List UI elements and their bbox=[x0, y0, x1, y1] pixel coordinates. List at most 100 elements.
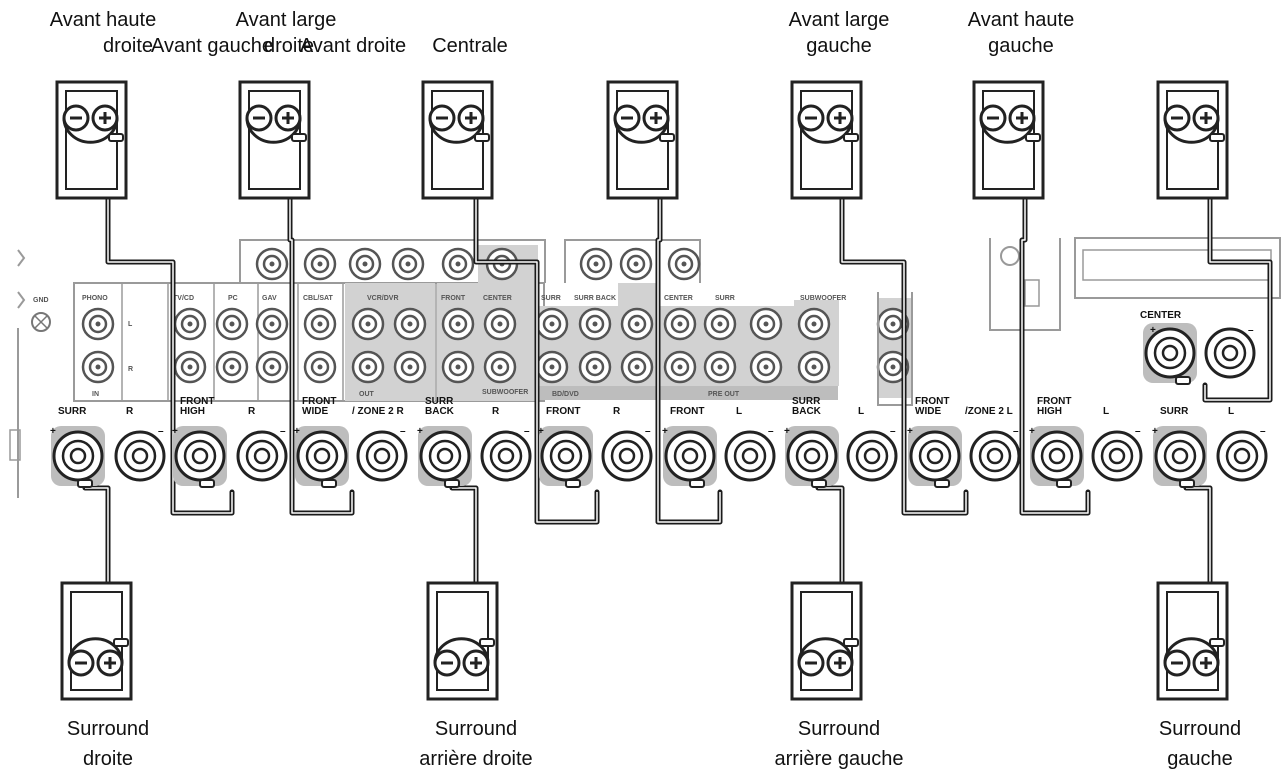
rca-jack-pin bbox=[317, 261, 323, 267]
speaker-surround-droite bbox=[60, 581, 133, 701]
terminal-front-high-l-minus-nut bbox=[1100, 439, 1134, 473]
speaker-label-surround-arriere-droite: Surround arrière droite bbox=[419, 718, 533, 770]
speaker-label-avant-droite: Avant droite bbox=[299, 35, 407, 57]
minus-sign: – bbox=[280, 426, 286, 437]
preout-label: PRE OUT bbox=[708, 391, 740, 398]
terminal-connector-tab bbox=[565, 479, 581, 488]
rca-jack-pin bbox=[229, 321, 235, 327]
terminal-front-l-plus-core bbox=[681, 447, 699, 465]
panel-front-label: FRONT bbox=[441, 295, 466, 302]
terminal-surr-r-minus-core bbox=[131, 447, 149, 465]
terminal-surr-l-minus bbox=[1216, 430, 1268, 482]
speaker-surround-arriere-gauche bbox=[790, 581, 863, 701]
speaker-avant-large-droite-housing bbox=[245, 117, 302, 144]
terminal-front-wide-zone2r-minus-core bbox=[373, 447, 391, 465]
terminal-surr-back-r-minus-nut bbox=[489, 439, 523, 473]
gav-label: GAV bbox=[262, 295, 277, 302]
terminal-surr-back-l-minus bbox=[846, 430, 898, 482]
terminal-connector-tab bbox=[77, 479, 93, 488]
terminal-front-high-r-minus bbox=[236, 430, 288, 482]
rca-jack-pin bbox=[269, 364, 275, 370]
speaker-label-avant-haute-gauche: Avant haute gauche bbox=[967, 9, 1075, 57]
speaker-label-centrale: Centrale bbox=[432, 35, 508, 57]
terminal-front-wide-zone2l-minus bbox=[969, 430, 1021, 482]
minus-sign: – bbox=[1135, 426, 1141, 437]
terminal-connector-tab bbox=[811, 479, 827, 488]
terminal-channel-label: R bbox=[613, 406, 621, 417]
terminal-connector-tab bbox=[1056, 479, 1072, 488]
speaker-surround-arriere-droite-housing bbox=[433, 637, 490, 664]
rca-jack-pin bbox=[187, 364, 193, 370]
terminal-surr-r-plus-core bbox=[69, 447, 87, 465]
terminal-surr-back-l-plus bbox=[785, 426, 839, 486]
rca-jack-pin bbox=[365, 364, 371, 370]
terminal-front-high-r-plus-core bbox=[191, 447, 209, 465]
terminal-front-high-l-minus bbox=[1091, 430, 1143, 482]
cable-speaker-centrale-core bbox=[1204, 196, 1271, 401]
terminal-channel-label: L bbox=[1103, 406, 1109, 417]
rca-jack-pin bbox=[811, 321, 817, 327]
plus-sign: + bbox=[294, 426, 300, 437]
terminal-front-r-minus-nut bbox=[610, 439, 644, 473]
terminal-center-minus-core bbox=[1221, 344, 1239, 362]
cable-speaker-avant-haute-gauche-core bbox=[1021, 196, 1089, 514]
speaker-avant-droite-housing bbox=[613, 117, 670, 144]
speaker-avant-large-droite bbox=[238, 80, 311, 200]
terminal-surr-back-r-plus bbox=[418, 426, 472, 486]
rca-jack-pin bbox=[634, 321, 640, 327]
plus-sign: + bbox=[50, 426, 56, 437]
terminal-label: FRONT bbox=[670, 406, 704, 417]
terminal-surr-r-minus-nut bbox=[123, 439, 157, 473]
terminal-label: FRONT bbox=[1037, 396, 1071, 407]
minus-sign: – bbox=[1013, 426, 1019, 437]
rca-jack-pin bbox=[269, 321, 275, 327]
rca-jack-pin bbox=[362, 261, 368, 267]
speaker-label-surround-arriere-gauche: Surround arrière gauche bbox=[774, 718, 904, 770]
speaker-avant-haute-droite-connector-tab bbox=[108, 133, 124, 142]
speakers bbox=[55, 80, 1229, 701]
terminal-label: HIGH bbox=[1037, 406, 1062, 417]
terminal-front-wide-zone2l-minus-core bbox=[986, 447, 1004, 465]
terminal-front-wide-zone2r-plus-nut bbox=[305, 439, 339, 473]
terminal-center-plus-nut bbox=[1153, 336, 1187, 370]
speaker-avant-droite bbox=[606, 80, 679, 200]
rca-jack-pin bbox=[634, 364, 640, 370]
terminal-front-r-plus-core bbox=[557, 447, 575, 465]
terminal-center-plus bbox=[1143, 323, 1197, 383]
rca-jack-pin bbox=[317, 321, 323, 327]
terminal-surr-l-plus-core bbox=[1171, 447, 1189, 465]
plus-sign: + bbox=[662, 426, 668, 437]
terminal-center-minus bbox=[1204, 327, 1256, 379]
rca-jack-pin bbox=[592, 364, 598, 370]
terminal-label: FRONT bbox=[915, 396, 949, 407]
terminal-front-high-r-minus-core bbox=[253, 447, 271, 465]
phono-r-label: R bbox=[128, 366, 133, 373]
minus-sign: – bbox=[524, 426, 530, 437]
terminal-connector-tab bbox=[1175, 376, 1191, 385]
speaker-label-avant-gauche: Avant gauche bbox=[151, 35, 273, 57]
rca-jack-pin bbox=[269, 261, 275, 267]
rca-jack-pin bbox=[497, 321, 503, 327]
speaker-surround-arriere-droite bbox=[426, 581, 499, 701]
terminal-front-r-plus bbox=[539, 426, 593, 486]
minus-sign: – bbox=[1248, 325, 1254, 336]
speaker-surround-arriere-droite-connector-tab bbox=[479, 638, 495, 647]
terminal-connector-tab bbox=[934, 479, 950, 488]
terminal-surr-back-r-minus bbox=[480, 430, 532, 482]
minus-sign: – bbox=[645, 426, 651, 437]
speaker-cables bbox=[82, 193, 1273, 660]
panel-center-label: CENTER bbox=[483, 295, 512, 302]
sub-label: SUBWOOFER bbox=[482, 389, 528, 396]
rca-jack-pin bbox=[681, 261, 687, 267]
terminal-label: SURR bbox=[1160, 406, 1189, 417]
rca-jack-pin bbox=[890, 321, 896, 327]
minus-sign: – bbox=[890, 426, 896, 437]
speaker-label-surround-gauche: Surround gauche bbox=[1158, 718, 1242, 770]
rca-jack-pin bbox=[717, 364, 723, 370]
cable-speaker-avant-large-gauche-core bbox=[841, 196, 967, 514]
speaker-avant-gauche-connector-tab bbox=[474, 133, 490, 142]
terminal-surr-l-plus bbox=[1153, 426, 1207, 486]
plus-sign: + bbox=[784, 426, 790, 437]
speaker-avant-large-gauche bbox=[790, 80, 863, 200]
phono-in-label: IN bbox=[92, 391, 99, 398]
